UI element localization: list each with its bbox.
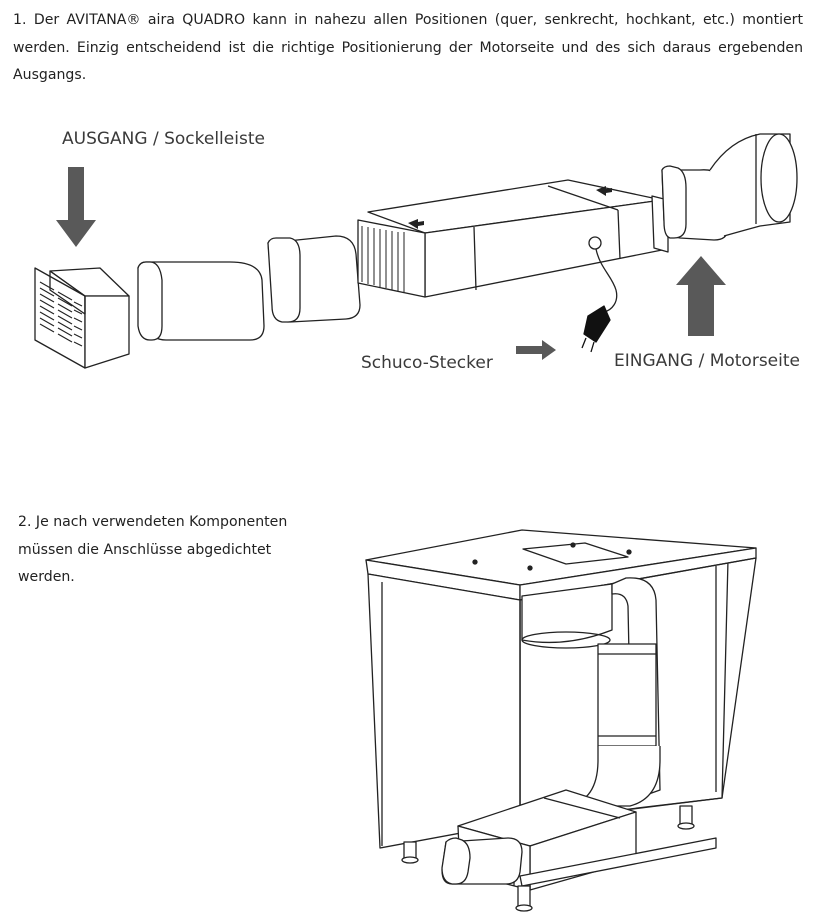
label-inlet: EINGANG / Motorseite — [614, 351, 800, 371]
inlet-arrow-icon — [676, 256, 726, 336]
cabinet-foot — [515, 885, 533, 912]
duct-segment-2 — [267, 235, 361, 323]
outlet-arrow-icon — [56, 167, 96, 247]
worktop-cutout — [522, 542, 629, 565]
label-plug: Schuco-Stecker — [361, 353, 493, 373]
exploded-duct-diagram — [34, 133, 798, 369]
cabinet-installation-diagram — [365, 529, 757, 912]
plinth-grille — [34, 267, 130, 369]
direction-arrow-icon — [408, 219, 424, 229]
extractor-body — [521, 583, 613, 644]
cabinet-foot — [677, 805, 695, 830]
instruction-step-1: 1. Der AVITANA® aira QUADRO kann in nahe… — [13, 12, 803, 83]
inlet-adapter — [661, 133, 798, 241]
label-outlet: AUSGANG / Sockelleiste — [62, 129, 265, 149]
direction-arrow-icon — [596, 186, 612, 196]
fan-unit — [357, 179, 669, 298]
cabinet-foot — [401, 841, 419, 864]
schuko-plug-icon — [581, 305, 611, 353]
cable-port — [588, 236, 602, 250]
duct-segment-1 — [137, 261, 265, 341]
fan-unit-installed — [441, 789, 637, 891]
vertical-duct — [567, 577, 661, 807]
instruction-step-2: 2. Je nach verwendeten Komponenten müsse… — [18, 514, 288, 585]
plug-arrow-icon — [516, 340, 556, 360]
